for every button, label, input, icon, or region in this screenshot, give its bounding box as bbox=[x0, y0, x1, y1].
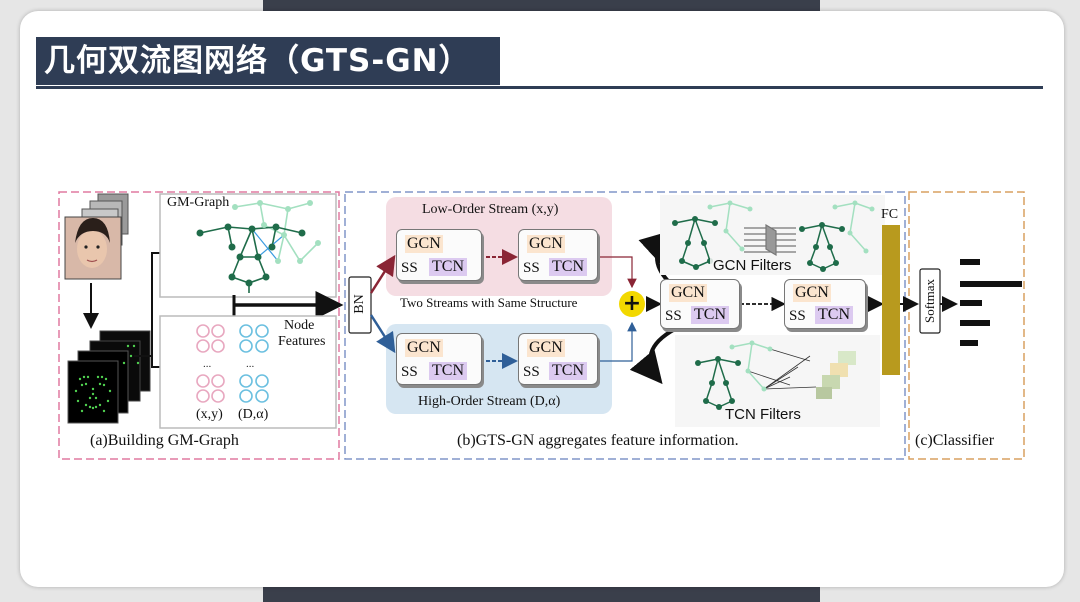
gcn-tcn-block-merged-1: GCN SS TCN bbox=[660, 279, 740, 329]
feature-circles bbox=[196, 324, 269, 403]
block-gcn-label: GCN bbox=[527, 235, 565, 253]
gm-graph bbox=[196, 200, 321, 293]
softmax-box bbox=[919, 268, 941, 334]
panel-a-caption: (a)Building GM-Graph bbox=[90, 432, 239, 449]
block-tcn-label: TCN bbox=[429, 362, 467, 380]
bn-label: BN bbox=[352, 294, 367, 314]
architecture-diagram: ... ... bbox=[58, 191, 1025, 460]
block-ss-label: SS bbox=[401, 364, 418, 380]
slide-title: 几何双流图网络（GTS-GN） bbox=[36, 37, 500, 85]
feature-label-xy: (x,y) bbox=[196, 407, 223, 422]
softmax-label: Softmax bbox=[922, 278, 937, 324]
panel-a-border bbox=[58, 191, 340, 460]
title-underline bbox=[36, 86, 1043, 89]
gcn-tcn-block-low-1: GCN SS TCN bbox=[396, 229, 482, 281]
gcn-filters-label: GCN Filters bbox=[710, 257, 795, 274]
gcn-tcn-block-high-1: GCN SS TCN bbox=[396, 333, 482, 385]
block-ss-label: SS bbox=[523, 364, 540, 380]
gm-graph-label: GM-Graph bbox=[167, 195, 230, 210]
block-ss-label: SS bbox=[665, 308, 682, 324]
block-ss-label: SS bbox=[789, 308, 806, 324]
block-gcn-label: GCN bbox=[793, 284, 831, 302]
gcn-filter-graph-right bbox=[799, 200, 875, 272]
tcn-filter-squares bbox=[816, 351, 856, 399]
gcn-tcn-block-high-2: GCN SS TCN bbox=[518, 333, 598, 385]
fc-bar bbox=[882, 225, 900, 375]
block-ss-label: SS bbox=[523, 260, 540, 276]
landmark-frames-stack bbox=[67, 330, 151, 424]
node-features-label-line1: Node bbox=[284, 318, 315, 333]
face-images-stack bbox=[64, 193, 129, 280]
fc-label: FC bbox=[881, 207, 899, 222]
top-frame-bar bbox=[263, 0, 820, 11]
plus-circle bbox=[619, 291, 645, 317]
svg-text:...: ... bbox=[246, 358, 255, 370]
tcn-filter-graph bbox=[695, 340, 817, 410]
feature-label-d-alpha: (D,α) bbox=[238, 407, 269, 422]
block-tcn-label: TCN bbox=[429, 258, 467, 276]
slide: 几何双流图网络（GTS-GN） bbox=[20, 11, 1064, 587]
shared-structure-note: Two Streams with Same Structure bbox=[400, 295, 578, 310]
bottom-frame-bar bbox=[263, 587, 820, 602]
block-gcn-label: GCN bbox=[527, 339, 565, 357]
tcn-filters-label: TCN Filters bbox=[725, 406, 801, 423]
bn-box bbox=[348, 276, 372, 334]
high-order-stream-title: High-Order Stream (D,α) bbox=[418, 394, 561, 409]
panel-c-border bbox=[908, 191, 1025, 460]
panel-b-border bbox=[344, 191, 906, 460]
gcn-tcn-block-merged-2: GCN SS TCN bbox=[784, 279, 866, 329]
block-tcn-label: TCN bbox=[549, 258, 587, 276]
block-tcn-label: TCN bbox=[815, 306, 853, 324]
block-tcn-label: TCN bbox=[549, 362, 587, 380]
low-order-stream-title: Low-Order Stream (x,y) bbox=[422, 202, 559, 217]
block-gcn-label: GCN bbox=[405, 235, 443, 253]
plus-sign: + bbox=[622, 291, 642, 316]
gcn-tcn-block-low-2: GCN SS TCN bbox=[518, 229, 598, 281]
block-tcn-label: TCN bbox=[691, 306, 729, 324]
gcn-filter-bars bbox=[744, 223, 796, 257]
block-gcn-label: GCN bbox=[405, 339, 443, 357]
block-ss-label: SS bbox=[401, 260, 418, 276]
svg-text:...: ... bbox=[203, 358, 212, 370]
panel-c-caption: (c)Classifier bbox=[915, 432, 995, 449]
block-gcn-label: GCN bbox=[669, 284, 707, 302]
classifier-output-bars bbox=[960, 259, 1022, 346]
node-features-box bbox=[159, 315, 337, 429]
panel-b-caption: (b)GTS-GN aggregates feature information… bbox=[457, 432, 739, 449]
node-features-label-line2: Features bbox=[278, 334, 326, 349]
